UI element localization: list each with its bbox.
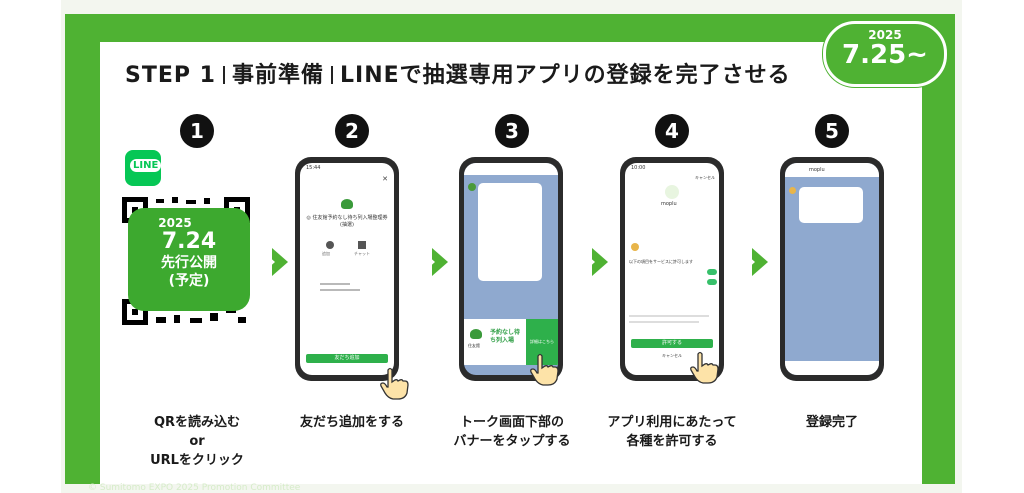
caption-line: 登録完了: [805, 415, 858, 430]
line-logo-icon: LINE: [125, 150, 162, 186]
title-divider: [331, 66, 333, 84]
step-caption-5: 登録完了: [752, 413, 912, 432]
qr-module: [174, 315, 180, 323]
date-badge-date: 7.25~: [842, 40, 928, 70]
mascot-icon: [470, 329, 482, 339]
page-title: STEP 1 事前準備 LINEで抽選専用アプリの登録を完了させる: [125, 57, 791, 89]
message-bubble: [478, 183, 542, 281]
message-bubble: [799, 187, 863, 223]
avatar: [468, 183, 476, 191]
qr-module: [156, 199, 164, 203]
preview-date: 7.24: [161, 229, 217, 254]
phone-step-2: 15:44 ✕ ◎ 住友館予約なし待ち列入場整理券 (抽選) 追加 チャット 友…: [295, 157, 399, 381]
permission-toggle[interactable]: [707, 279, 717, 285]
text-line: [320, 289, 360, 291]
tap-hand-icon: [380, 367, 409, 400]
phone-screen-permissions: 10:00 キャンセル moplu 以下の項目をサービスに許可します 許可する …: [625, 163, 719, 375]
right-margin: [962, 0, 1024, 493]
next-arrow-icon: [426, 248, 448, 276]
qr-module: [238, 317, 246, 323]
caption-line: URLをクリック: [150, 453, 244, 468]
caption-line: アプリ利用にあたって: [607, 415, 737, 430]
tap-hand-icon: [530, 353, 559, 386]
caption-line: 各種を許可する: [626, 434, 718, 449]
preview-label: 先行公開: [161, 255, 217, 271]
qr-module: [156, 317, 166, 323]
line-logo-text: LINE: [130, 159, 162, 172]
phone-screen-add-friend: 15:44 ✕ ◎ 住友館予約なし待ち列入場整理券 (抽選) 追加 チャット 友…: [300, 163, 394, 375]
text-line: [629, 321, 699, 323]
add-friend-icon[interactable]: [326, 241, 334, 249]
status-bar-time: 15:44: [306, 165, 321, 171]
step-number-5: 5: [815, 114, 849, 148]
qr-module: [204, 198, 210, 204]
account-heading: ◎ 住友館予約なし待ち列入場整理券 (抽選): [306, 215, 388, 228]
phone-step-3: 住友館 予約なし待ち列入場 詳細はこちら: [459, 157, 563, 381]
avatar: [789, 187, 796, 194]
qr-module: [172, 197, 178, 203]
chat-icon[interactable]: [358, 241, 366, 249]
app-icon: [665, 185, 679, 199]
step-caption-3: トーク画面下部の バナーをタップする: [432, 413, 592, 451]
phone-screen-talk: 住友館 予約なし待ち列入場 詳細はこちら: [464, 163, 558, 375]
date-badge-year: 2025: [868, 28, 902, 42]
title-part2: LINEで抽選専用アプリの登録を完了させる: [340, 63, 791, 88]
cancel-link[interactable]: キャンセル: [695, 175, 715, 180]
mascot-icon: [341, 199, 353, 209]
phone-step-5: moplu: [780, 157, 884, 381]
caption-line: QRを読み込む: [153, 415, 241, 430]
step-number-1: 1: [180, 114, 214, 148]
chat-header: moplu: [785, 163, 879, 177]
title-part1: 事前準備: [231, 63, 324, 88]
add-label: 追加: [322, 251, 330, 256]
app-name: moplu: [661, 201, 677, 207]
qr-module: [186, 200, 196, 204]
copyright-text: © Sumitomo EXPO 2025 Promotion Committee: [88, 483, 301, 493]
permission-toggle[interactable]: [707, 269, 717, 275]
step-number-4: 4: [655, 114, 689, 148]
banner-title: 予約なし待ち列入場: [490, 329, 521, 344]
chat-label: チャット: [354, 251, 370, 256]
phone-step-4: 10:00 キャンセル moplu 以下の項目をサービスに許可します 許可する …: [620, 157, 724, 381]
step-number-3: 3: [495, 114, 529, 148]
phone-screen-complete: moplu: [785, 163, 879, 375]
title-divider: [222, 66, 225, 84]
qr-module: [190, 318, 202, 323]
preview-note: (予定): [168, 273, 210, 289]
step-caption-2: 友だち追加をする: [272, 413, 432, 432]
tap-hand-icon: [690, 351, 719, 384]
left-margin: [0, 0, 61, 493]
allow-button[interactable]: 許可する: [631, 339, 713, 348]
add-friend-button[interactable]: 友だち追加: [306, 354, 388, 363]
permission-section: 以下の項目をサービスに許可します: [629, 259, 693, 264]
next-arrow-icon: [586, 248, 608, 276]
banner-brand: 住友館: [468, 343, 480, 348]
next-arrow-icon: [746, 248, 768, 276]
step-number-2: 2: [335, 114, 369, 148]
message-input-bar[interactable]: [785, 361, 879, 375]
caption-line: 友だち追加をする: [299, 415, 404, 430]
caption-line: or: [189, 434, 205, 449]
preview-year: 2025: [158, 216, 192, 230]
title-step: STEP 1: [125, 63, 216, 88]
text-line: [320, 283, 350, 285]
app-avatar: [631, 243, 639, 251]
step-caption-4: アプリ利用にあたって 各種を許可する: [592, 413, 752, 451]
talk-header: [464, 163, 558, 175]
step-caption-1: QRを読み込む or URLをクリック: [117, 413, 277, 470]
caption-line: トーク画面下部の: [459, 415, 564, 430]
date-badge: 2025 7.25~: [823, 21, 947, 87]
status-bar-time: 10:00: [631, 165, 646, 171]
next-arrow-icon: [266, 248, 288, 276]
caption-line: バナーをタップする: [453, 434, 571, 449]
close-icon[interactable]: ✕: [382, 175, 388, 183]
text-line: [629, 315, 709, 317]
cancel-button[interactable]: キャンセル: [662, 353, 682, 358]
qr-module: [210, 313, 218, 321]
preview-release-badge: 2025 7.24 先行公開 (予定): [128, 208, 250, 311]
